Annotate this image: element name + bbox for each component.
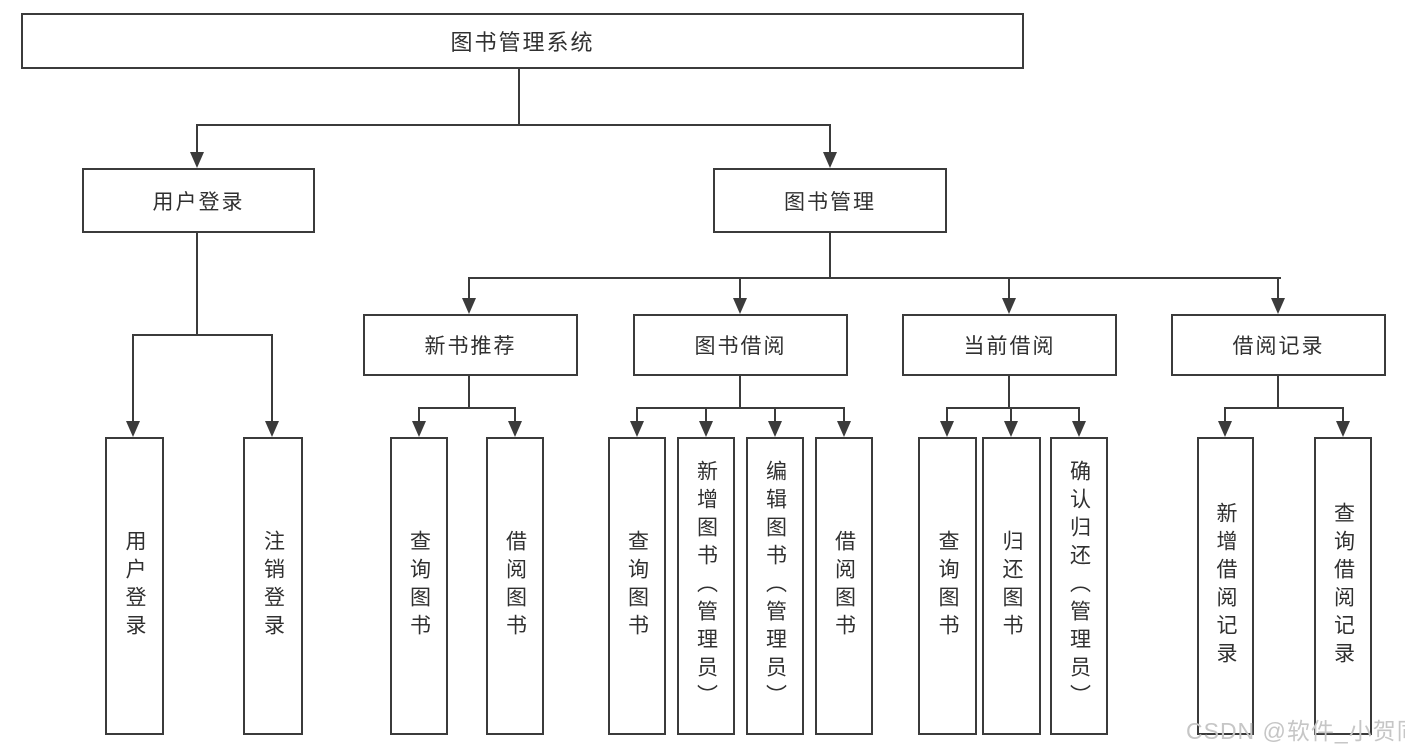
connector-line [196,232,198,336]
arrow-down-icon [508,421,522,437]
node-book-borrowing: 图书借阅 [633,314,848,376]
node-book-management: 图书管理 [713,168,947,233]
arrow-down-icon [462,298,476,314]
arrow-down-icon [837,421,851,437]
connector-line [132,334,134,422]
connector-line [843,407,845,423]
connector-line [468,374,470,409]
connector-line [1224,407,1226,423]
connector-line [1277,374,1279,409]
connector-line [196,124,831,126]
node-library-management-system: 图书管理系统 [21,13,1024,69]
arrow-down-icon [190,152,204,168]
leaf-query-books-borrowing: 查询图书 [608,437,666,735]
leaf-add-borrow-record: 新增借阅记录 [1197,437,1254,735]
arrow-down-icon [412,421,426,437]
leaf-borrow-books: 借阅图书 [815,437,873,735]
connector-line [1342,407,1344,423]
node-current-borrowing: 当前借阅 [902,314,1117,376]
connector-line [468,277,470,300]
node-borrowing-records: 借阅记录 [1171,314,1386,376]
connector-line [705,407,707,423]
connector-line [636,407,638,423]
connector-line [739,374,741,409]
arrow-down-icon [1271,298,1285,314]
leaf-user-login: 用户登录 [105,437,164,735]
arrow-down-icon [1218,421,1232,437]
arrow-down-icon [126,421,140,437]
leaf-borrow-books-recommend: 借阅图书 [486,437,544,735]
connector-line [418,407,420,423]
connector-line [271,334,273,422]
csdn-watermark: CSDN @软件_小贺同学 [1186,718,1405,744]
leaf-confirm-return-admin: 确认归还（管理员） [1050,437,1108,735]
arrow-down-icon [823,152,837,168]
connector-line [1008,374,1010,409]
arrow-down-icon [265,421,279,437]
connector-line [514,407,516,423]
node-user-login: 用户登录 [82,168,315,233]
arrow-down-icon [768,421,782,437]
connector-line [946,407,1079,409]
leaf-logout: 注销登录 [243,437,303,735]
connector-line [196,124,198,154]
leaf-query-books-current: 查询图书 [918,437,977,735]
connector-line [774,407,776,423]
connector-line [739,277,741,300]
arrow-down-icon [940,421,954,437]
node-new-book-recommendation: 新书推荐 [363,314,578,376]
arrow-down-icon [1072,421,1086,437]
leaf-edit-book-admin: 编辑图书（管理员） [746,437,804,735]
connector-line [132,334,273,336]
leaf-query-books-recommend: 查询图书 [390,437,448,735]
connector-line [1008,277,1010,300]
connector-line [418,407,516,409]
arrow-down-icon [630,421,644,437]
connector-line [946,407,948,423]
leaf-query-borrow-record: 查询借阅记录 [1314,437,1372,735]
arrow-down-icon [1336,421,1350,437]
arrow-down-icon [1002,298,1016,314]
connector-line [829,233,831,279]
connector-line [1224,407,1344,409]
arrow-down-icon [1004,421,1018,437]
connector-line [1277,277,1279,300]
connector-line [1010,407,1012,423]
connector-line [829,124,831,154]
connector-line [1078,407,1080,423]
connector-line [636,407,845,409]
arrow-down-icon [733,298,747,314]
connector-line [518,69,520,126]
leaf-return-book: 归还图书 [982,437,1041,735]
connector-line [468,277,1281,279]
leaf-add-book-admin: 新增图书（管理员） [677,437,735,735]
arrow-down-icon [699,421,713,437]
